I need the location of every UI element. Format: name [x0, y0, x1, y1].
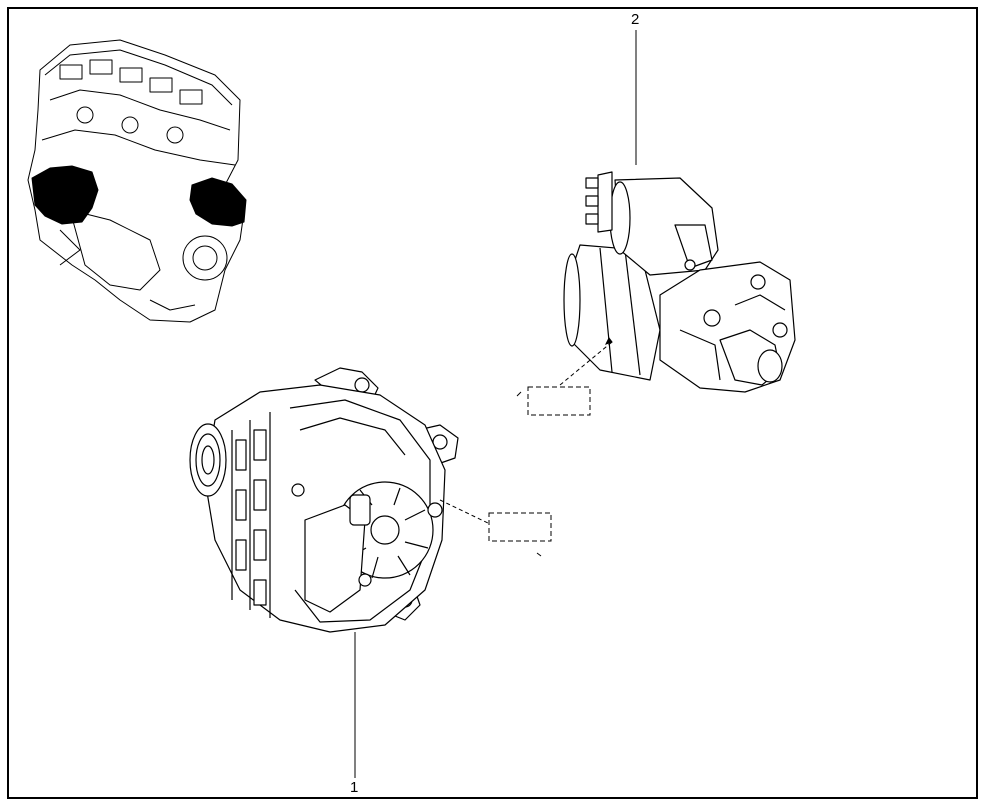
- callout-2-label: 2: [631, 11, 640, 28]
- diagram-frame: [7, 7, 978, 799]
- starter-motor-illustration: [563, 171, 796, 393]
- alternator-illustration: [189, 367, 459, 633]
- alternator-dashed-leader: [439, 499, 491, 525]
- callout-1-label: 1: [350, 779, 359, 796]
- starter-reference-box: [527, 386, 591, 416]
- leader-lines: [354, 30, 637, 778]
- alternator-reference-box: [488, 512, 552, 542]
- engine-thumbnail: [27, 39, 247, 323]
- starter-dashed-leader: [559, 341, 613, 386]
